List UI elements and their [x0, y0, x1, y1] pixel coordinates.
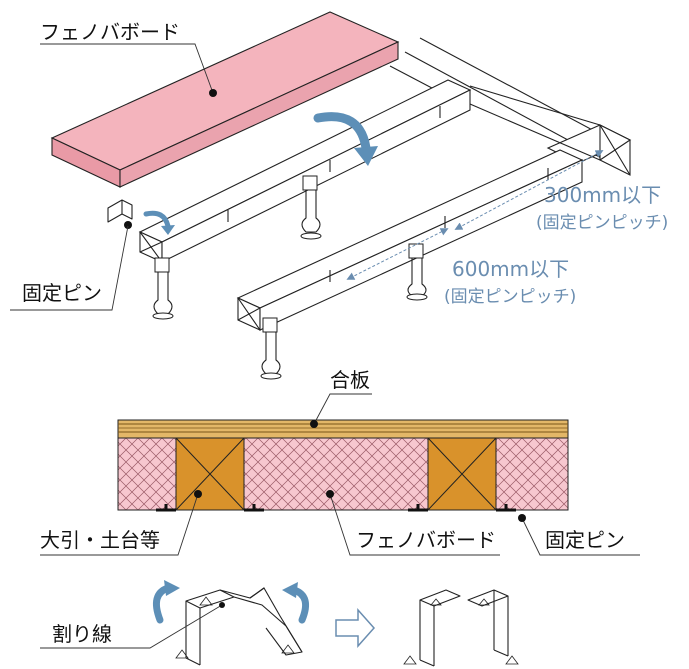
sleeper-right	[427, 437, 497, 511]
assembly-view: フェノバボード 固定ピン 300mm以下 (固定ピンピッチ) 600mm以下 (…	[10, 11, 668, 380]
insulation-right	[495, 437, 569, 511]
bend-arrow-left-icon	[152, 580, 180, 624]
plywood-layer	[117, 419, 569, 439]
sleeper-left	[175, 437, 245, 511]
post-3	[260, 317, 282, 380]
post-1	[152, 257, 174, 320]
pitch-300-note: (固定ピンピッチ)	[536, 213, 668, 233]
pitch-600-label: 600mm以下	[452, 257, 569, 281]
phenol-board-section-label: フェノバボード	[356, 528, 496, 552]
section-view: 合板 大引・土台等 フェノバボード 固定ピン	[40, 368, 640, 556]
fixing-pin-top	[107, 199, 133, 229]
phenol-board	[50, 11, 400, 188]
plywood-label: 合板	[330, 368, 370, 392]
phenol-board-label: フェノバボード	[40, 20, 180, 44]
pin-bending-view: 割り線	[40, 580, 519, 667]
curved-arrow-small-icon	[143, 210, 175, 235]
sleeper-label: 大引・土台等	[40, 528, 160, 552]
split-line-leader	[40, 604, 223, 649]
insulation-left	[117, 437, 177, 511]
post-2	[300, 175, 322, 240]
pin-after	[403, 589, 519, 667]
split-line-label: 割り線	[52, 622, 112, 646]
fixing-pin-section-label: 固定ピン	[545, 528, 625, 552]
pitch-300-label: 300mm以下	[544, 183, 661, 207]
pitch-600-note: (固定ピンピッチ)	[444, 287, 576, 307]
rotation-arrows	[143, 112, 378, 235]
section-pins	[156, 504, 516, 512]
dimension-lines	[346, 150, 604, 280]
bend-arrow-right-icon	[282, 582, 310, 624]
assembly-leaders	[10, 43, 217, 311]
fixing-pin-label: 固定ピン	[22, 281, 102, 305]
next-step-arrow-icon	[335, 608, 376, 648]
bend-arrows	[152, 580, 310, 624]
pin-before	[175, 587, 303, 666]
section-leaders	[40, 393, 640, 556]
curved-arrow-large-icon	[313, 112, 378, 166]
insulation-middle	[243, 437, 429, 511]
